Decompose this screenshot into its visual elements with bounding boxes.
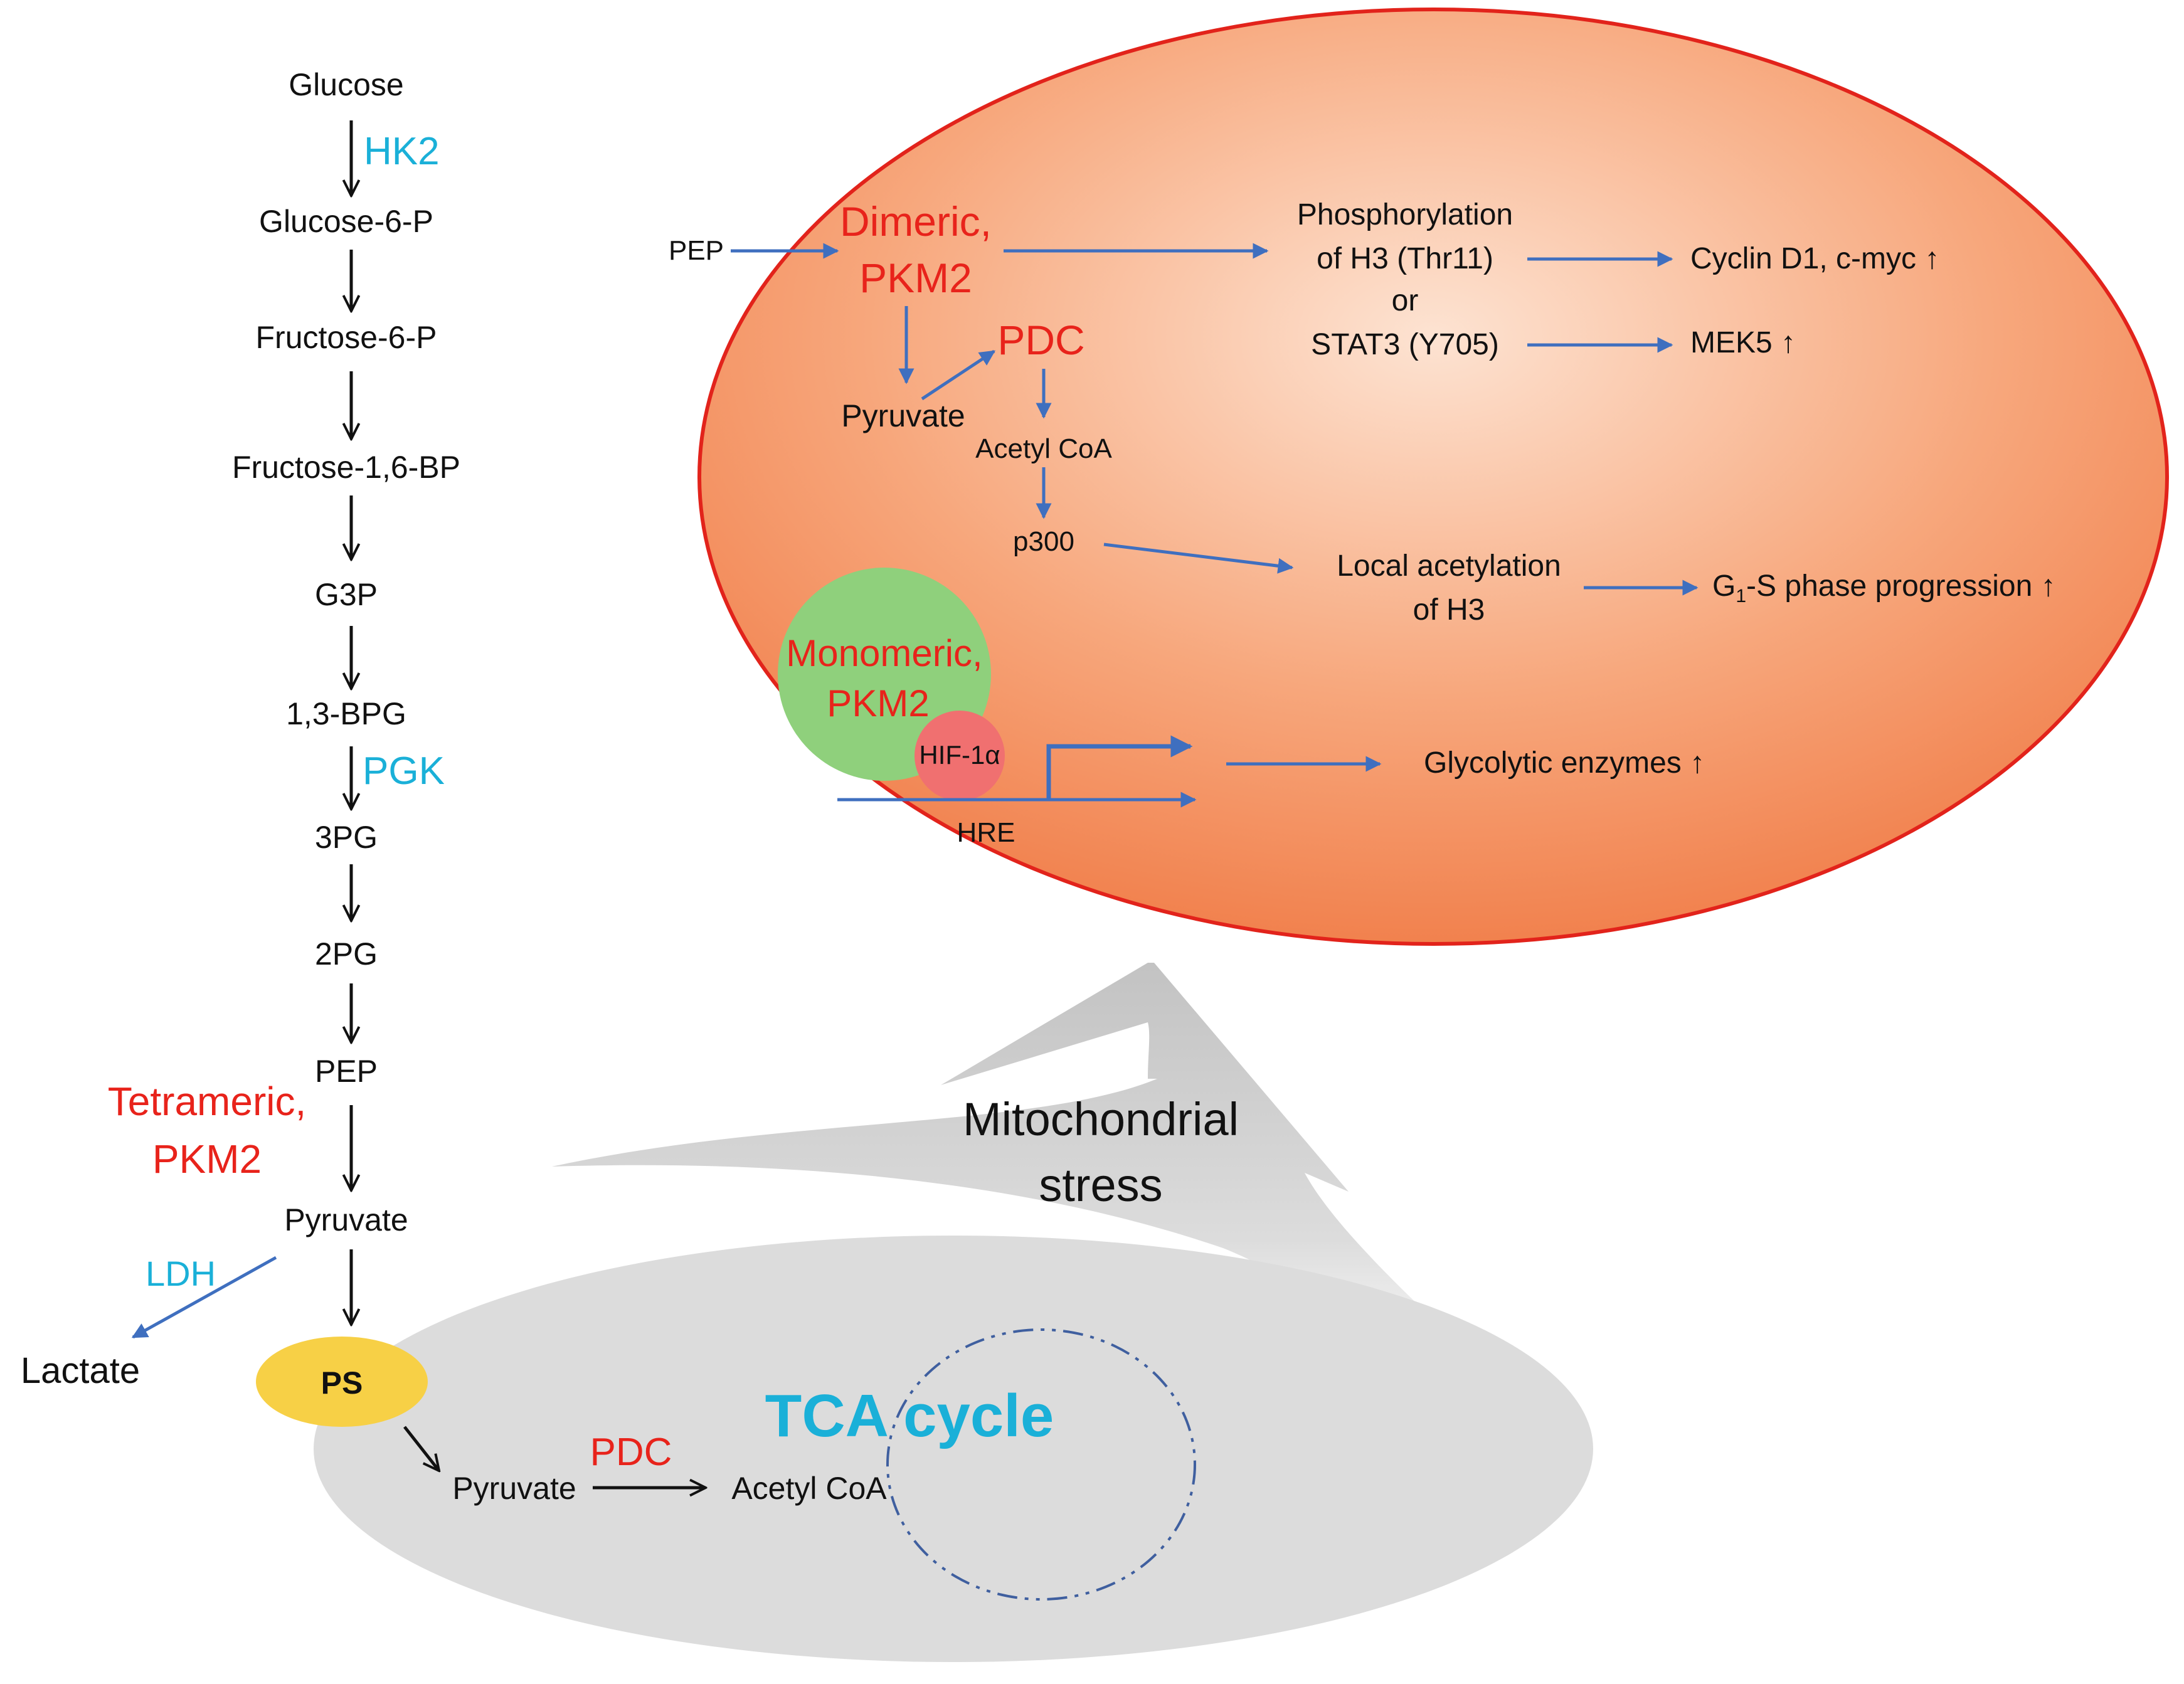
ldh-label: LDH [146, 1254, 216, 1293]
mito-acetyl-coa-label: Acetyl CoA [731, 1471, 887, 1506]
tetrameric-pkm2-label-line2: PKM2 [152, 1136, 262, 1182]
mitochondrial-stress-label-line1: Mitochondrial [963, 1093, 1239, 1145]
tca-cycle-label: TCA cycle [765, 1382, 1054, 1449]
glycolytic-enzymes-label: Glycolytic enzymes ↑ [1424, 746, 1705, 780]
glucose-label: Glucose [289, 67, 403, 102]
dimeric-pkm2-label-line2: PKM2 [859, 255, 972, 301]
nucleus-contents: PEP Dimeric, PKM2 PDC Pyruvate Acetyl Co… [669, 198, 2056, 848]
monomeric-pkm2-label-line1: Monomeric, [786, 632, 982, 674]
or-label: or [1392, 284, 1419, 317]
ps-label: PS [321, 1365, 363, 1401]
g1s-prefix: G [1712, 569, 1736, 603]
hk2-label: HK2 [364, 130, 440, 173]
mek5-label: MEK5 ↑ [1690, 326, 1796, 359]
mitochondrial-stress-label-line2: stress [1039, 1159, 1162, 1211]
fructose-6-p-label: Fructose-6-P [256, 320, 437, 355]
nuc-pdc-label: PDC [997, 317, 1084, 363]
nuc-acetyl-coa-label: Acetyl CoA [975, 433, 1112, 464]
mitochondria-contents: PS Pyruvate PDC Acetyl CoA TCA cycle [256, 1337, 1054, 1506]
ps-transporter [256, 1337, 428, 1427]
tca-cycle-boundary [886, 1328, 1196, 1601]
g1s-suffix: -S phase progression ↑ [1746, 569, 2056, 603]
glycolysis-pathway: Glucose HK2 Glucose-6-P Fructose-6-P Fru… [21, 67, 460, 1391]
transcription-start-arrow [1046, 735, 1193, 800]
phosphorylation-label-line1: Phosphorylation [1297, 198, 1513, 231]
p300-label: p300 [1013, 526, 1074, 557]
nuc-pyruvate-label: Pyruvate [841, 398, 965, 433]
g1s-label: G1-S phase progression ↑ [1712, 569, 2056, 606]
arrow-p300-acetylation [1103, 543, 1294, 574]
stat3-label: STAT3 (Y705) [1311, 328, 1499, 361]
3pg-label: 3PG [315, 820, 378, 855]
hif-1a-label: HIF-1α [919, 740, 1000, 770]
mitochondrion [314, 1236, 1593, 1662]
pyruvate-label: Pyruvate [284, 1202, 408, 1237]
monomeric-pkm2-label-line2: PKM2 [827, 682, 929, 724]
fructose-1-6-bp-label: Fructose-1,6-BP [232, 450, 460, 485]
nuc-pep-label: PEP [669, 235, 724, 266]
cyclin-label: Cyclin D1, c-myc ↑ [1690, 242, 1939, 275]
mito-pdc-label: PDC [590, 1431, 672, 1474]
hre-label: HRE [957, 817, 1015, 848]
arrow-ps-pyruvate [403, 1426, 439, 1471]
pgk-label: PGK [363, 749, 445, 793]
g1s-subscript: 1 [1736, 586, 1746, 606]
lactate-label: Lactate [21, 1350, 140, 1391]
2pg-label: 2PG [315, 936, 378, 972]
1-3-bpg-label: 1,3-BPG [286, 696, 406, 731]
arrow-pyruvate-lactate [131, 1256, 277, 1339]
acetylation-label-line1: Local acetylation [1337, 549, 1561, 583]
arrow-pyruvate-pdc [921, 349, 996, 401]
pep-label: PEP [315, 1054, 378, 1089]
nucleus [697, 8, 2169, 946]
dimeric-pkm2-label-line1: Dimeric, [840, 198, 992, 245]
glucose-6-p-label: Glucose-6-P [259, 204, 433, 239]
phosphorylation-label-line2: of H3 (Thr11) [1317, 242, 1493, 275]
g3p-label: G3P [315, 577, 378, 612]
acetylation-label-line2: of H3 [1413, 593, 1485, 627]
mito-pyruvate-label: Pyruvate [452, 1471, 576, 1506]
hif-1a-circle [914, 711, 1005, 801]
tetrameric-pkm2-label-line1: Tetrameric, [108, 1079, 307, 1124]
